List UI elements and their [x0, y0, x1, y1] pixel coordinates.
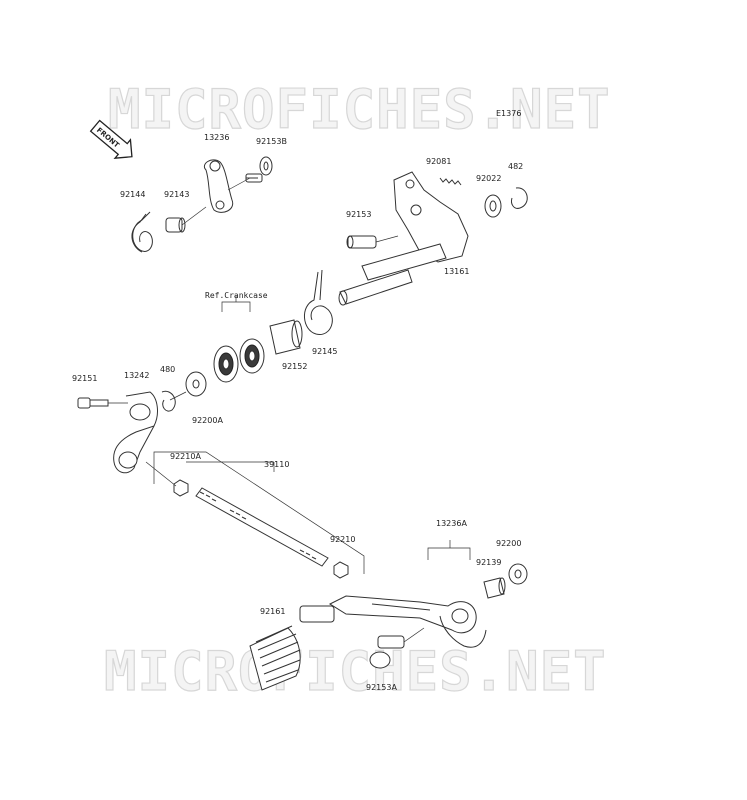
footpeg-rubber-92161[interactable] — [249, 625, 301, 691]
label-92081: 92081 — [426, 157, 451, 166]
washer-92022[interactable] — [484, 194, 502, 218]
label-92200a: 92200A — [192, 416, 223, 425]
nut-92210[interactable] — [333, 561, 349, 579]
shift-shaft-13161[interactable] — [338, 171, 469, 306]
label-92152: 92152 — [282, 362, 307, 371]
needle-bearing[interactable] — [239, 338, 265, 374]
washer-92200[interactable] — [508, 563, 528, 585]
label-92153a: 92153A — [366, 683, 397, 692]
circlip-482[interactable] — [511, 187, 528, 209]
nut-92210a[interactable] — [173, 479, 189, 497]
label-92144: 92144 — [120, 190, 145, 199]
bolt-92153b[interactable] — [245, 173, 263, 183]
label-13161: 13161 — [444, 267, 469, 276]
shift-pedal-13236a[interactable] — [299, 595, 487, 648]
label-92151: 92151 — [72, 374, 97, 383]
label-92153b: 92153B — [256, 137, 287, 146]
arm-13236[interactable] — [204, 159, 234, 213]
collar-92152[interactable] — [269, 319, 303, 355]
label-39110: 39110 — [264, 460, 289, 469]
circlip-480[interactable] — [161, 390, 176, 412]
label-92143: 92143 — [164, 190, 189, 199]
oil-seal[interactable] — [213, 345, 239, 383]
tie-rod-39110[interactable] — [195, 487, 329, 567]
label-92200: 92200 — [496, 539, 521, 548]
label-13236: 13236 — [204, 133, 229, 142]
bolt-92153a[interactable] — [369, 635, 405, 669]
label-92210: 92210 — [330, 535, 355, 544]
clamp-arm-13242[interactable] — [113, 391, 158, 474]
spring-92081[interactable] — [439, 177, 462, 186]
watermark-top: MICROFICHES.NET — [108, 78, 611, 141]
label-92153: 92153 — [346, 210, 371, 219]
label-92161: 92161 — [260, 607, 285, 616]
label-92145: 92145 — [312, 347, 337, 356]
spring-92144[interactable] — [131, 211, 153, 253]
label-92210a: 92210A — [170, 452, 201, 461]
watermark-bottom: MICROFICHES.NET — [104, 640, 607, 703]
washer-92153b[interactable] — [259, 156, 273, 176]
bolt-92151[interactable] — [77, 397, 109, 409]
diagram-code: E1376 — [496, 109, 521, 118]
label-92022: 92022 — [476, 174, 501, 183]
collar-92139[interactable] — [483, 577, 506, 599]
bolt-92153[interactable] — [346, 235, 377, 249]
label-13236a: 13236A — [436, 519, 467, 528]
label-482: 482 — [508, 162, 523, 171]
label-13242: 13242 — [124, 371, 149, 380]
washer-92200a[interactable] — [185, 371, 207, 397]
label-480: 480 — [160, 365, 175, 374]
spring-92145[interactable] — [304, 269, 333, 335]
ref-crankcase-note: Ref.Crankcase — [205, 291, 268, 300]
label-92139: 92139 — [476, 558, 501, 567]
